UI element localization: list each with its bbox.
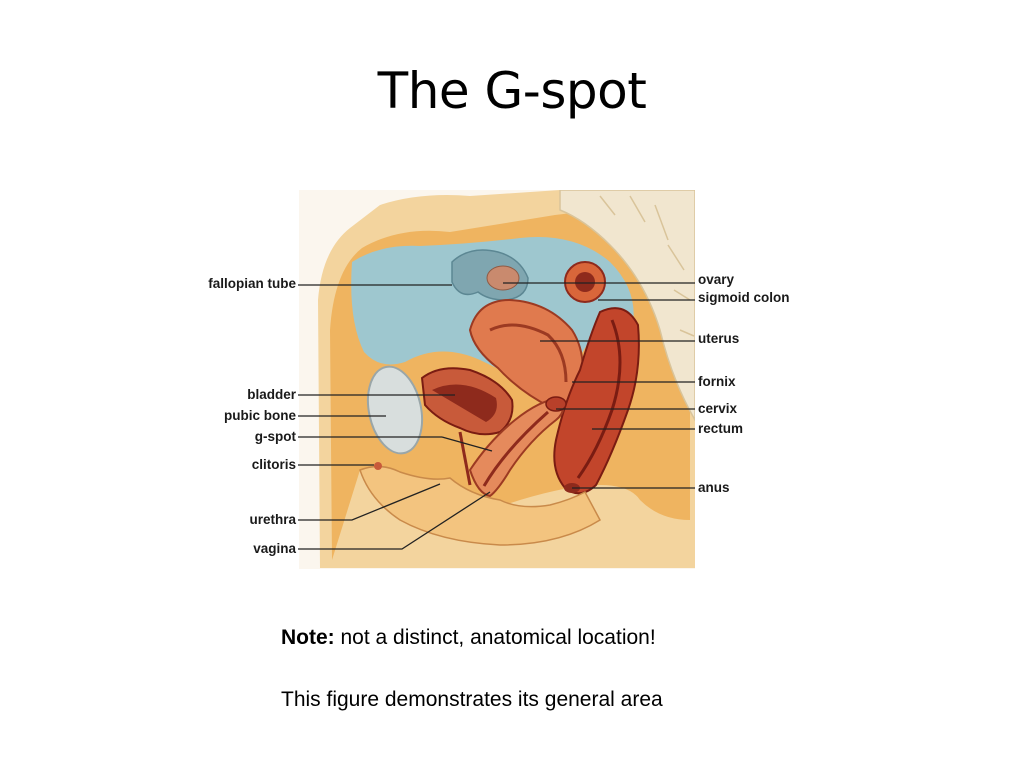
label-sigmoid-colon: sigmoid colon [698, 290, 790, 305]
uterus-cavity [489, 323, 568, 383]
label-g-spot: g-spot [255, 429, 297, 444]
note-text: Note: not a distinct, anatomical locatio… [281, 626, 656, 650]
figure-description: This figure demonstrates its general are… [281, 688, 663, 711]
bladder-wall [432, 384, 497, 422]
label-cervix: cervix [698, 401, 738, 416]
leader-vagina [298, 491, 491, 550]
label-vagina: vagina [253, 541, 296, 556]
spine [559, 190, 695, 422]
slide-title: The G-spot [377, 62, 647, 120]
clitoris-shape [374, 462, 382, 470]
vagina-canal [482, 410, 549, 487]
label-uterus: uterus [698, 331, 739, 346]
label-clitoris: clitoris [252, 457, 296, 472]
leader-g-spot-extension [441, 436, 493, 452]
label-ovary: ovary [698, 272, 735, 287]
note-body: not a distinct, anatomical location! [334, 626, 656, 649]
illustration [299, 190, 695, 569]
rectum-shape [553, 307, 640, 495]
cervix-shape [545, 396, 567, 412]
spine-vertebrae [599, 195, 695, 337]
note-label: Note: [281, 626, 335, 649]
ovary-shape [486, 265, 520, 291]
sigmoid-colon-lumen [575, 272, 595, 292]
urethra-shape [458, 431, 472, 486]
label-anus: anus [698, 480, 730, 495]
label-rectum: rectum [698, 421, 743, 436]
label-urethra: urethra [249, 512, 296, 527]
label-fornix: fornix [698, 374, 736, 389]
rectum-lumen [576, 319, 622, 479]
leader-urethra [298, 483, 441, 521]
leader-lines [298, 282, 695, 550]
label-bladder: bladder [247, 387, 297, 402]
perineum [359, 465, 601, 546]
label-fallopian-tube: fallopian tube [208, 276, 296, 291]
label-pubic-bone: pubic bone [224, 408, 296, 423]
